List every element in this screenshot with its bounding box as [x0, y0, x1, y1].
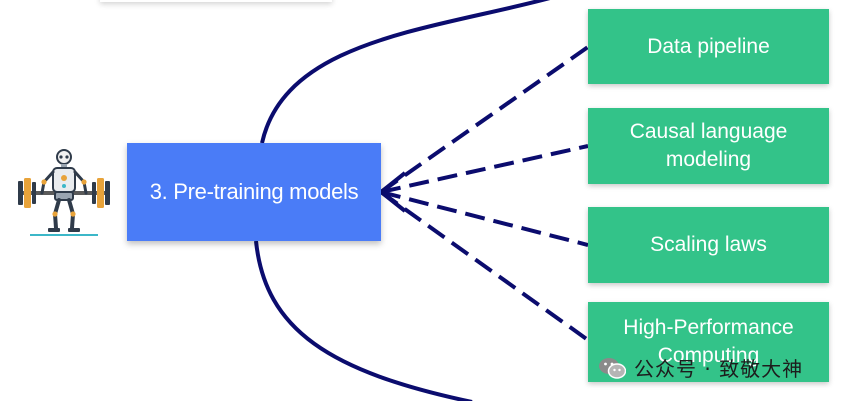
robot-weightlifter-icon: [18, 149, 110, 236]
watermark-text: 公众号 · 致敬大神: [634, 357, 804, 381]
main-topic-label: 3. Pre-training models: [149, 179, 359, 204]
main-topic-node[interactable]: 3. Pre-training models: [127, 143, 381, 241]
branch-curve-upper: [260, 0, 551, 144]
connector-data-pipeline: [379, 45, 590, 194]
subtopic-node-scaling-laws[interactable]: Scaling laws: [588, 207, 829, 283]
subtopic-node-causal-language-modeling[interactable]: Causal language modeling: [588, 108, 829, 184]
arrowhead-icon: [379, 171, 407, 213]
subtopic-label: High-Performance Computing: [623, 316, 794, 367]
branch-curve-lower: [254, 240, 473, 401]
watermark: 公众号 · 致敬大神: [598, 353, 803, 382]
subtopic-label: Causal language modeling: [629, 120, 788, 171]
subtopic-label: Data pipeline: [647, 34, 770, 58]
connector-causal-language-modeling: [380, 144, 589, 194]
connector-scaling-laws: [380, 190, 589, 247]
connector-high-performance-computing: [379, 190, 590, 342]
wechat-icon: [599, 357, 626, 379]
subtopic-node-high-performance-computing[interactable]: High-Performance Computing: [588, 302, 829, 382]
subtopic-label: Scaling laws: [650, 233, 767, 256]
subtopic-node-data-pipeline[interactable]: Data pipeline: [588, 9, 829, 84]
partial-node-top: [100, 0, 332, 2]
